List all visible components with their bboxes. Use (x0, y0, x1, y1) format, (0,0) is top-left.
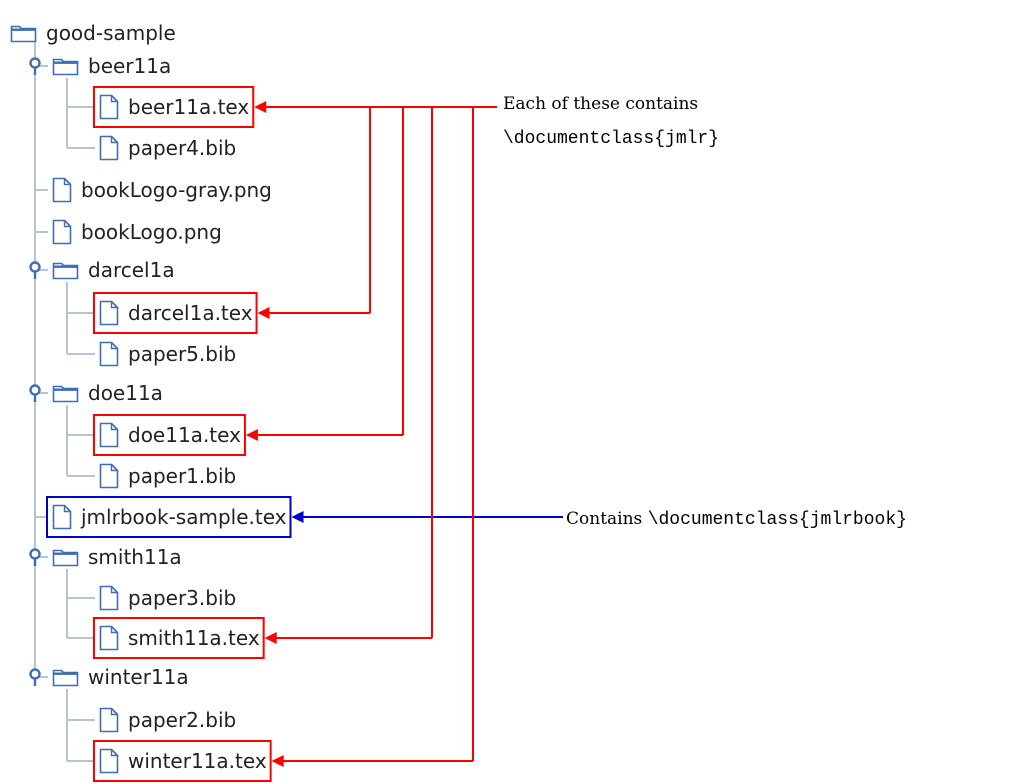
tree-item-winter11a-tex[interactable]: winter11a.tex (99, 745, 267, 777)
file-icon (52, 177, 72, 203)
tree-item-label: winter11a (88, 665, 189, 689)
tree-item-label: paper5.bib (128, 342, 237, 366)
file-icon (99, 422, 119, 448)
expand-toggle-icon[interactable] (29, 261, 41, 280)
tree-item-label: bookLogo.png (81, 220, 222, 244)
jmlr-annotation-line2: \documentclass{jmlr} (503, 129, 720, 149)
tree-item-label: paper1.bib (128, 464, 237, 488)
jmlrbook-annotation-prefix: Contains (566, 509, 643, 529)
folder-icon (52, 383, 79, 403)
tree-item-label: beer11a (88, 54, 172, 78)
file-icon (99, 625, 119, 651)
file-icon (99, 585, 119, 611)
tree-item-label: doe11a (88, 381, 163, 405)
tree-item-label: smith11a.tex (128, 626, 260, 650)
expand-toggle-icon[interactable] (29, 668, 41, 687)
arrow-head (271, 755, 284, 767)
tree-item-label: darcel1a.tex (128, 301, 253, 325)
file-icon (99, 135, 119, 161)
file-icon (99, 748, 119, 774)
tree-item-doe11a[interactable]: doe11a (52, 377, 163, 409)
highlight-box (93, 617, 265, 659)
arrow-head (254, 101, 267, 113)
highlight-box (46, 496, 292, 538)
highlight-box (93, 86, 255, 128)
tree-root-label: good-sample (46, 21, 176, 45)
arrow-head (257, 307, 270, 319)
tree-item-label: beer11a.tex (128, 95, 250, 119)
tree-item-label: paper4.bib (128, 136, 237, 160)
folder-icon (10, 23, 37, 43)
tree-item-darcel1a-tex[interactable]: darcel1a.tex (99, 297, 253, 329)
arrow-head (291, 511, 304, 523)
highlight-box (93, 414, 246, 456)
tree-item-winter11a[interactable]: winter11a (52, 661, 189, 693)
file-icon (52, 219, 72, 245)
folder-icon (52, 56, 79, 76)
tree-item-label: paper2.bib (128, 708, 237, 732)
tree-item-beer11a[interactable]: beer11a (52, 50, 171, 82)
tree-item-doe11a-tex[interactable]: doe11a.tex (99, 419, 241, 451)
tree-item-label: darcel1a (88, 258, 175, 282)
tree-item-beer11a-tex[interactable]: beer11a.tex (99, 91, 249, 123)
tree-item-label: doe11a.tex (128, 423, 241, 447)
tree-item-label: bookLogo-gray.png (81, 178, 272, 202)
tree-item-label: winter11a.tex (128, 749, 267, 773)
arrow-head (245, 429, 258, 441)
tree-item-label: jmlrbook-sample.tex (81, 505, 287, 529)
file-icon (52, 504, 72, 530)
expand-toggle-icon[interactable] (29, 548, 41, 567)
folder-icon (52, 260, 79, 280)
arrow-head (264, 632, 277, 644)
file-icon (99, 341, 119, 367)
jmlrbook-annotation-code: \documentclass{jmlrbook} (647, 510, 907, 530)
tree-item-label: paper3.bib (128, 586, 237, 610)
file-icon (99, 707, 119, 733)
tree-item-darcel1a[interactable]: darcel1a (52, 254, 175, 286)
tree-item-booklogo-gray-png[interactable]: bookLogo-gray.png (52, 174, 272, 206)
tree-item-label: smith11a (88, 545, 182, 569)
folder-icon (52, 547, 79, 567)
tree-item-paper3-bib[interactable]: paper3.bib (99, 582, 236, 614)
tree-item-smith11a-tex[interactable]: smith11a.tex (99, 622, 260, 654)
highlight-box (93, 292, 258, 334)
jmlrbook-annotation: Contains \documentclass{jmlrbook} (566, 509, 907, 530)
file-icon (99, 94, 119, 120)
tree-item-smith11a[interactable]: smith11a (52, 541, 182, 573)
expand-toggle-icon[interactable] (29, 384, 41, 403)
tree-item-paper2-bib[interactable]: paper2.bib (99, 704, 236, 736)
tree-item-paper5-bib[interactable]: paper5.bib (99, 338, 236, 370)
file-icon (99, 300, 119, 326)
tree-item-paper1-bib[interactable]: paper1.bib (99, 460, 236, 492)
expand-toggle-icon[interactable] (29, 57, 41, 76)
file-icon (99, 463, 119, 489)
highlight-box (93, 740, 272, 782)
tree-root-good-sample[interactable]: good-sample (10, 17, 176, 49)
jmlr-annotation-line1: Each of these contains (503, 94, 699, 114)
folder-icon (52, 667, 79, 687)
tree-item-jmlrbook-sample-tex[interactable]: jmlrbook-sample.tex (52, 501, 287, 533)
tree-item-paper4-bib[interactable]: paper4.bib (99, 132, 236, 164)
tree-item-booklogo-png[interactable]: bookLogo.png (52, 216, 222, 248)
